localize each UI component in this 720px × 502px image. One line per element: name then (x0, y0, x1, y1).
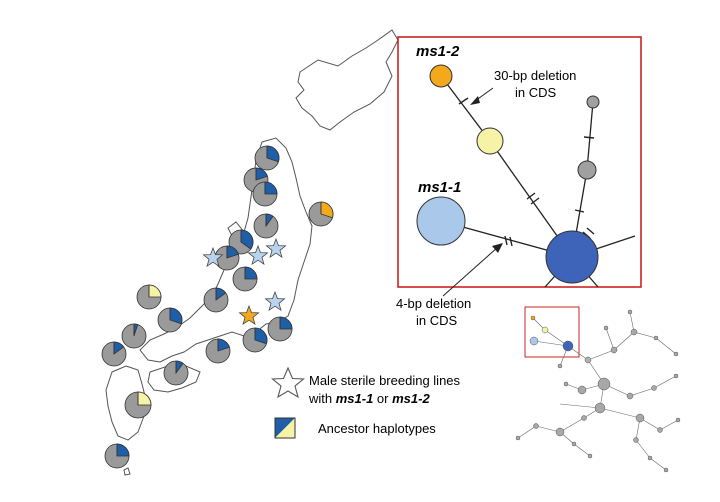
pie-chart (136, 284, 162, 310)
pie-chart (267, 316, 293, 342)
network-inset: ms1-2 ms1-1 30-bp deletion in CDS (397, 36, 642, 288)
star-marker (202, 246, 224, 268)
pie-chart (121, 323, 147, 349)
legend-star-line2: with ms1-1 or ms1-2 (308, 391, 430, 406)
arrowhead (492, 243, 503, 253)
star-marker (264, 290, 286, 312)
pie-chart (124, 391, 152, 419)
pie-slice (279, 316, 293, 330)
pie-chart (203, 287, 229, 313)
deletion-4-label-1: 4-bp deletion (396, 296, 471, 311)
deletion-4-label-2: in CDS (416, 313, 458, 328)
pie-chart (104, 443, 130, 469)
pie-chart (253, 213, 279, 239)
pie-chart (205, 338, 231, 364)
pie-chart (252, 181, 278, 207)
star-marker (265, 237, 287, 259)
pie-chart (242, 327, 268, 353)
pie-chart (228, 229, 254, 255)
hokkaido-outline (295, 29, 399, 131)
star-marker (238, 304, 260, 326)
pie-chart (308, 201, 334, 227)
legend: Male sterile breeding lines with ms1-1 o… (271, 366, 461, 439)
mini-inset-frame (524, 306, 580, 358)
island-outline (123, 467, 131, 476)
arrowhead (470, 96, 480, 105)
breeding-line-stars (202, 237, 287, 326)
node-ms1-2 (429, 64, 453, 88)
ms1-1-label: ms1-1 (418, 179, 461, 196)
pie-slice (116, 443, 130, 457)
pie-chart (214, 245, 240, 271)
pie-slice (240, 229, 254, 250)
deletion-30-label-1: 30-bp deletion (494, 68, 576, 83)
legend-ancestor-label: Ancestor haplotypes (318, 421, 436, 436)
node-ms1-1 (416, 196, 466, 246)
deletion-30-label-2: in CDS (515, 85, 557, 100)
node-gray-small (586, 95, 600, 109)
pie-slice (137, 391, 152, 406)
pie-chart (163, 360, 189, 386)
pie-chart (101, 341, 127, 367)
pie-chart (157, 307, 183, 333)
node-gray-mid (577, 160, 597, 180)
legend-star-line1: Male sterile breeding lines (309, 373, 461, 388)
pie-chart (232, 266, 258, 292)
deletion-4-arrow (442, 246, 499, 297)
star-marker (247, 244, 269, 266)
node-ancestor (545, 230, 599, 284)
split-square-icon (274, 417, 296, 439)
pie-slice (148, 284, 162, 298)
pie-chart (254, 145, 280, 171)
node-yellow (476, 127, 504, 155)
ms1-2-label: ms1-2 (416, 43, 460, 60)
pie-charts (101, 145, 334, 469)
star-icon (271, 366, 305, 399)
mini-network (515, 306, 681, 473)
